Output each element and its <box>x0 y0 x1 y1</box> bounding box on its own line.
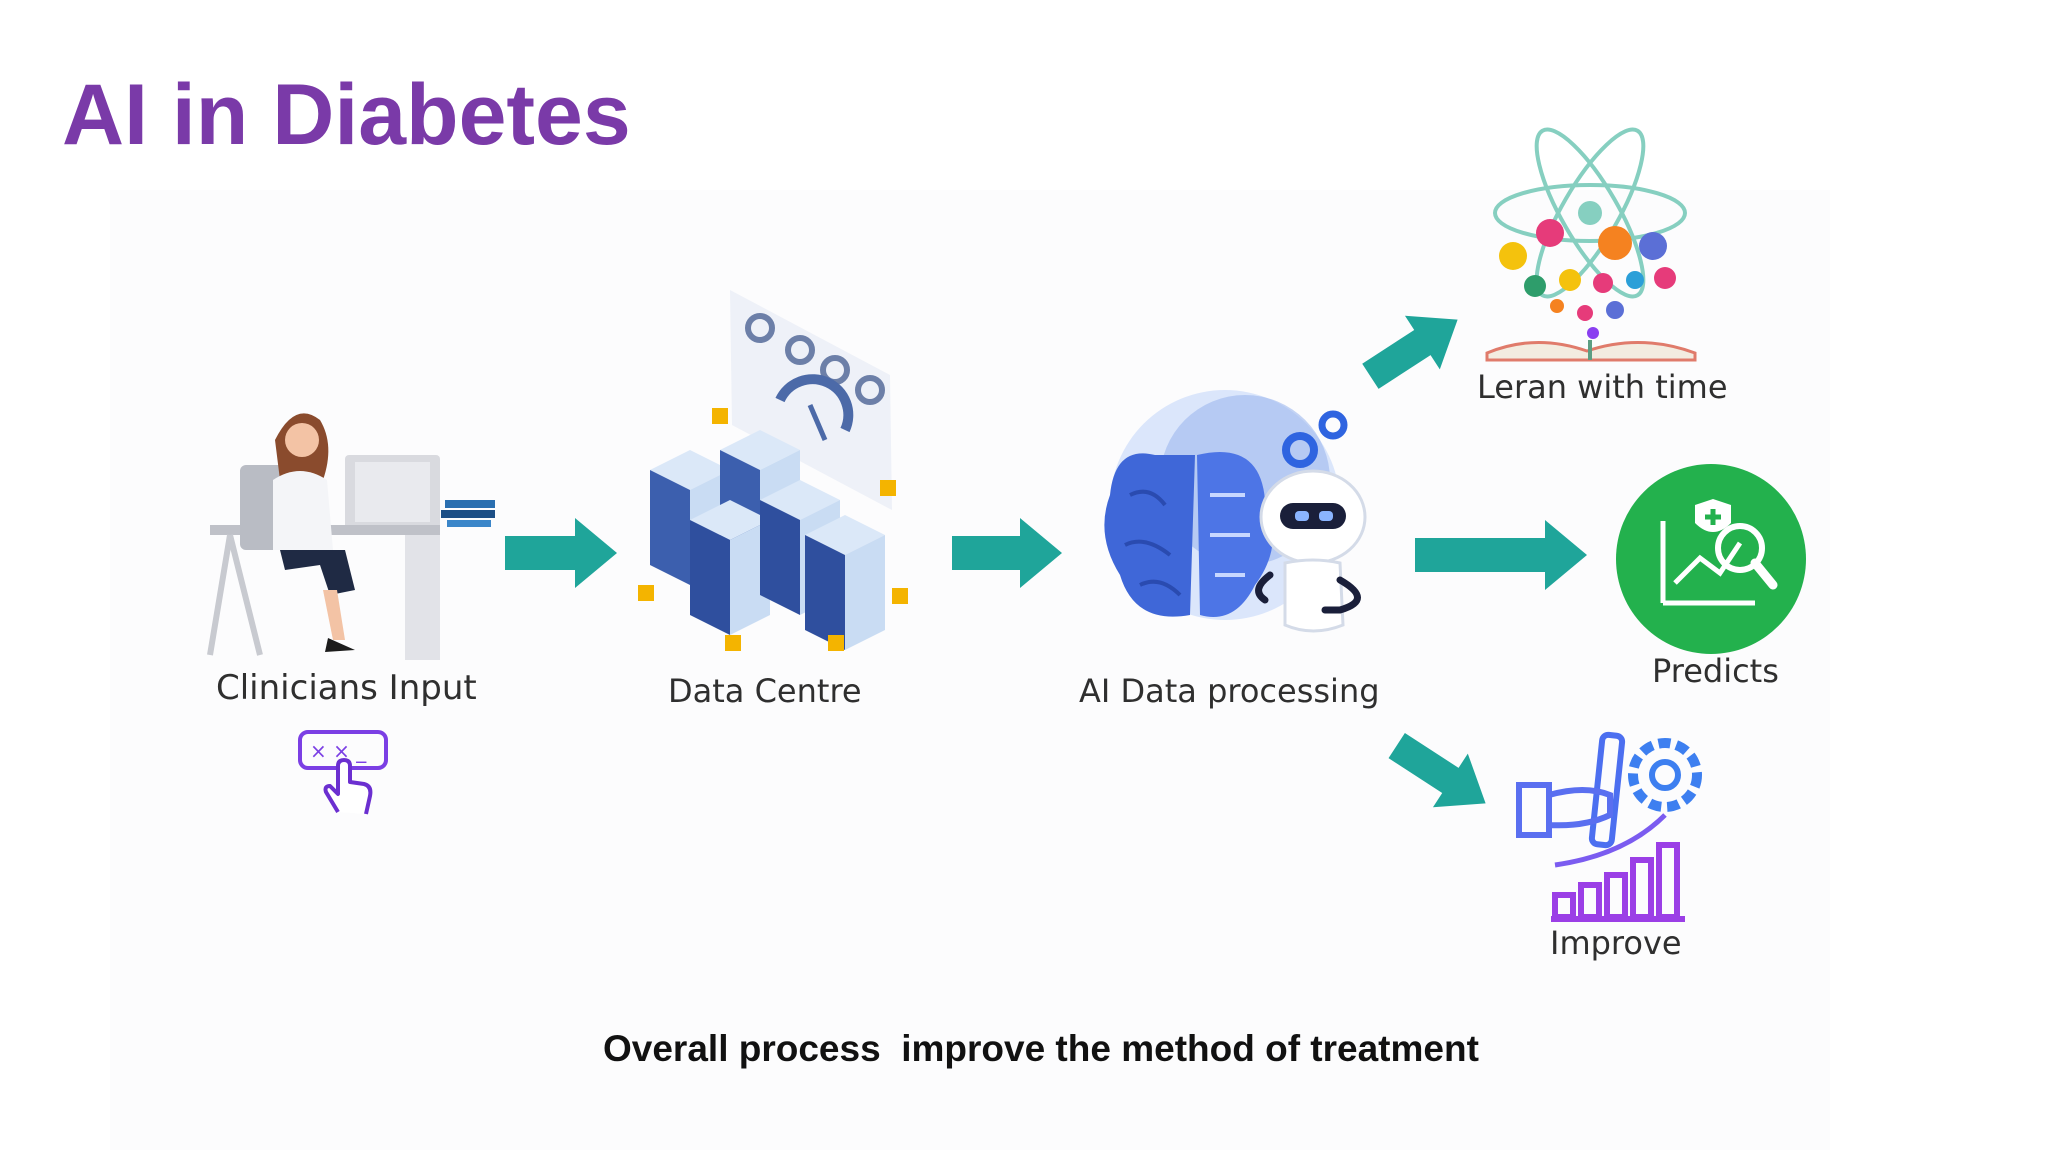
flow-arrow-predicts-icon <box>1415 520 1587 590</box>
flow-arrow-1-icon <box>505 518 617 588</box>
learn-with-time-label: Leran with time <box>1477 368 1728 406</box>
brain-robot-icon <box>1104 390 1367 633</box>
clinicians-input-label: Clinicians Input <box>216 668 477 708</box>
data-centre-label: Data Centre <box>668 672 862 710</box>
analytics-magnifier-icon <box>1616 464 1806 654</box>
predicts-label: Predicts <box>1652 652 1779 690</box>
svg-text:× × _: × × _ <box>310 739 367 763</box>
flow-arrow-2-icon <box>952 518 1062 588</box>
flow-arrow-learn-icon <box>1362 315 1458 389</box>
growth-chart-icon <box>1516 731 1702 922</box>
flow-arrow-improve-icon <box>1388 733 1486 808</box>
slide-title: AI in Diabetes <box>62 67 631 163</box>
ai-data-processing-label: AI Data processing <box>1079 672 1380 710</box>
clinician-at-desk-icon <box>207 413 495 660</box>
improve-label: Improve <box>1550 924 1682 962</box>
touch-input-icon: × × _ <box>298 730 388 815</box>
server-racks-icon <box>638 290 908 651</box>
atom-book-icon <box>1485 127 1697 362</box>
slide-caption: Overall process improve the method of tr… <box>603 1028 1479 1069</box>
